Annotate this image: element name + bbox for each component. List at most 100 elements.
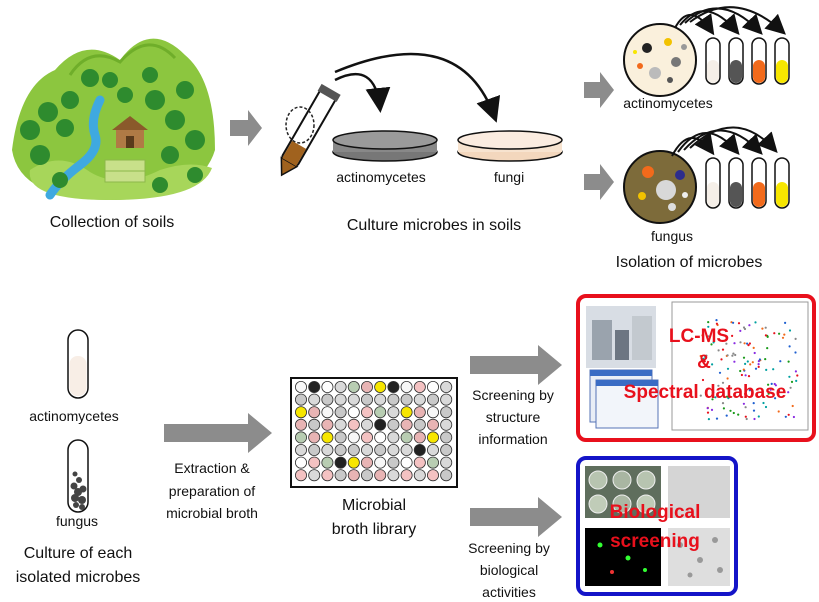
scatter-dot bbox=[739, 369, 742, 373]
plate-well bbox=[413, 443, 426, 456]
scatter-dot bbox=[792, 415, 796, 419]
scatter-dot bbox=[732, 321, 735, 324]
scatter-dot bbox=[721, 381, 725, 384]
scatter-dot bbox=[767, 392, 770, 395]
scatter-dot bbox=[791, 404, 794, 408]
scatter-dot bbox=[729, 409, 732, 412]
plate-well bbox=[360, 431, 373, 444]
scatter-dot bbox=[715, 417, 719, 420]
plate-well bbox=[360, 469, 373, 482]
scatter-dot bbox=[731, 334, 734, 337]
isolate-label-actinomycetes: actinomycetes bbox=[623, 95, 713, 111]
scatter-dot bbox=[745, 417, 748, 421]
plate-well bbox=[347, 456, 360, 469]
scatter-dot bbox=[748, 389, 751, 392]
scatter-dot bbox=[746, 342, 749, 345]
scatter-dot bbox=[726, 377, 729, 380]
scatter-dot bbox=[752, 346, 755, 349]
scatter-dot bbox=[753, 417, 756, 421]
plate-well bbox=[294, 393, 307, 406]
plate-well bbox=[440, 443, 453, 456]
scatter-dot bbox=[742, 326, 746, 329]
scatter-dot bbox=[717, 384, 720, 387]
scatter-dot bbox=[704, 355, 707, 358]
extraction-line-1: Extraction & bbox=[174, 460, 250, 476]
plate-well bbox=[374, 443, 387, 456]
scatter-dot bbox=[746, 360, 749, 363]
scatter-dot bbox=[712, 389, 715, 392]
collection-caption: Collection of soils bbox=[49, 214, 175, 231]
plate-well bbox=[387, 431, 400, 444]
scatter-dot bbox=[744, 392, 747, 395]
plate-well bbox=[360, 418, 373, 431]
scatter-dot bbox=[706, 411, 710, 414]
plate-well bbox=[360, 406, 373, 419]
plate-well bbox=[374, 406, 387, 419]
scatter-dot bbox=[706, 407, 709, 410]
scatter-dot bbox=[722, 407, 726, 410]
plate-well bbox=[347, 431, 360, 444]
plate-well bbox=[440, 380, 453, 393]
plate-well bbox=[426, 406, 439, 419]
arrow-to-actino-isolation bbox=[584, 72, 614, 108]
scatter-dot bbox=[707, 418, 711, 421]
scatter-dot bbox=[789, 386, 792, 389]
plate-well bbox=[360, 443, 373, 456]
plate-well bbox=[360, 456, 373, 469]
scatter-dot bbox=[748, 324, 751, 327]
scatter-dot bbox=[794, 337, 797, 340]
petri-dish-fungi bbox=[457, 130, 563, 162]
scatter-dot bbox=[762, 401, 765, 405]
plate-well bbox=[334, 418, 347, 431]
plate-well bbox=[426, 443, 439, 456]
plate-well bbox=[308, 380, 321, 393]
scatter-dot bbox=[737, 322, 741, 325]
scatter-dot bbox=[773, 382, 776, 386]
scatter-dot bbox=[761, 327, 764, 330]
scatter-dot bbox=[794, 370, 798, 373]
dish-label-fungi: fungi bbox=[493, 169, 525, 185]
structure-screen-line-3: information bbox=[478, 431, 548, 447]
scatter-dot bbox=[715, 322, 719, 325]
isolation-caption: Isolation of microbes bbox=[615, 254, 763, 271]
scatter-dot bbox=[748, 342, 752, 345]
plate-well bbox=[334, 469, 347, 482]
scatter-dot bbox=[752, 409, 756, 412]
scatter-dot bbox=[727, 397, 730, 400]
plate-well bbox=[374, 418, 387, 431]
plate-well bbox=[413, 406, 426, 419]
bio-screening-title-2: screening bbox=[610, 531, 700, 552]
plate-well bbox=[374, 380, 387, 393]
plate-well bbox=[387, 456, 400, 469]
scatter-dot bbox=[777, 389, 781, 392]
plate-well bbox=[387, 380, 400, 393]
plate-well bbox=[400, 443, 413, 456]
scatter-dot bbox=[781, 336, 785, 339]
scatter-dot bbox=[742, 402, 746, 405]
plate-well bbox=[294, 469, 307, 482]
plate-well bbox=[347, 380, 360, 393]
scatter-dot bbox=[742, 368, 745, 371]
scatter-dot bbox=[764, 334, 768, 337]
curve-to-fungi-dish bbox=[334, 52, 501, 123]
arrow-to-lcms bbox=[470, 345, 562, 385]
tube-label-fungus: fungus bbox=[55, 513, 99, 529]
scatter-dot bbox=[722, 392, 725, 396]
isolate-tubes-actino bbox=[705, 37, 790, 85]
scatter-dot bbox=[752, 402, 755, 405]
structure-screen-line-2: structure bbox=[485, 409, 541, 425]
plate-well bbox=[294, 418, 307, 431]
scatter-dot bbox=[726, 354, 729, 357]
scatter-dot bbox=[744, 406, 747, 409]
plate-well bbox=[334, 456, 347, 469]
lcms-ampersand: & bbox=[697, 352, 711, 373]
scatter-dot bbox=[753, 351, 756, 355]
plate-well bbox=[413, 418, 426, 431]
plate-well bbox=[413, 380, 426, 393]
culture-tube-fungus bbox=[67, 439, 89, 513]
scatter-dot bbox=[757, 365, 760, 368]
scatter-dot bbox=[758, 358, 762, 361]
scatter-dot bbox=[739, 341, 742, 344]
scatter-dot bbox=[744, 362, 747, 365]
scatter-dot bbox=[777, 410, 780, 413]
